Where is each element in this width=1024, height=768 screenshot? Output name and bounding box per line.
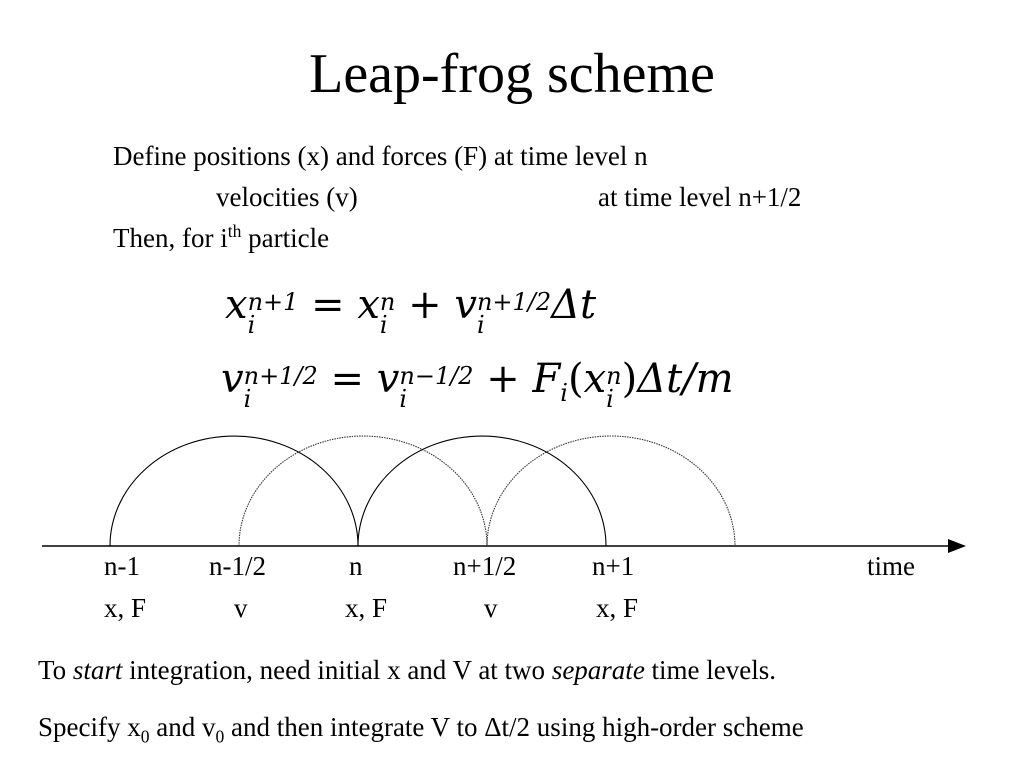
intro-line-velocities: velocities (v) [216,182,358,212]
intro-line-velocities-level: at time level n+1/2 [598,182,802,212]
intro-line-positions: Define positions (x) and forces (F) at t… [113,141,648,171]
leap-arc-x-n-minus-1-to-n [109,435,359,547]
timeline-level-n-plus-half: n+1/2 [453,551,517,581]
timeline-level-n-minus-half: n-1/2 [209,551,266,581]
leap-arc-v-n-minus-half-to-n-plus-half [238,435,488,547]
timeline-quantity-n-plus-1: x, F [596,593,639,623]
leap-arc-x-n-to-n-plus-1 [357,435,607,547]
intro-line-particle: Then, for ith particle [113,221,330,253]
slide-title: Leap-frog scheme [309,43,715,105]
timeline-quantity-n-plus-half: v [484,593,498,623]
time-axis-label: time [867,551,915,581]
footer-initialization-note: Specify x0 and v0 and then integrate V t… [38,712,804,747]
timeline-quantity-n: x, F [345,593,388,623]
time-axis-arrowhead [948,539,966,553]
leap-arc-v-n-plus-half-to-n-plus-3-2 [486,435,736,547]
timeline-level-n-plus-1: n+1 [592,551,635,581]
timeline-level-n: n [349,551,363,581]
timeline-quantity-n-minus-1: x, F [104,593,147,623]
timeline-level-n-minus-1: n-1 [104,551,140,581]
timeline-quantity-n-minus-half: v [234,593,248,623]
footer-start-note: To start integration, need initial x and… [38,655,777,685]
